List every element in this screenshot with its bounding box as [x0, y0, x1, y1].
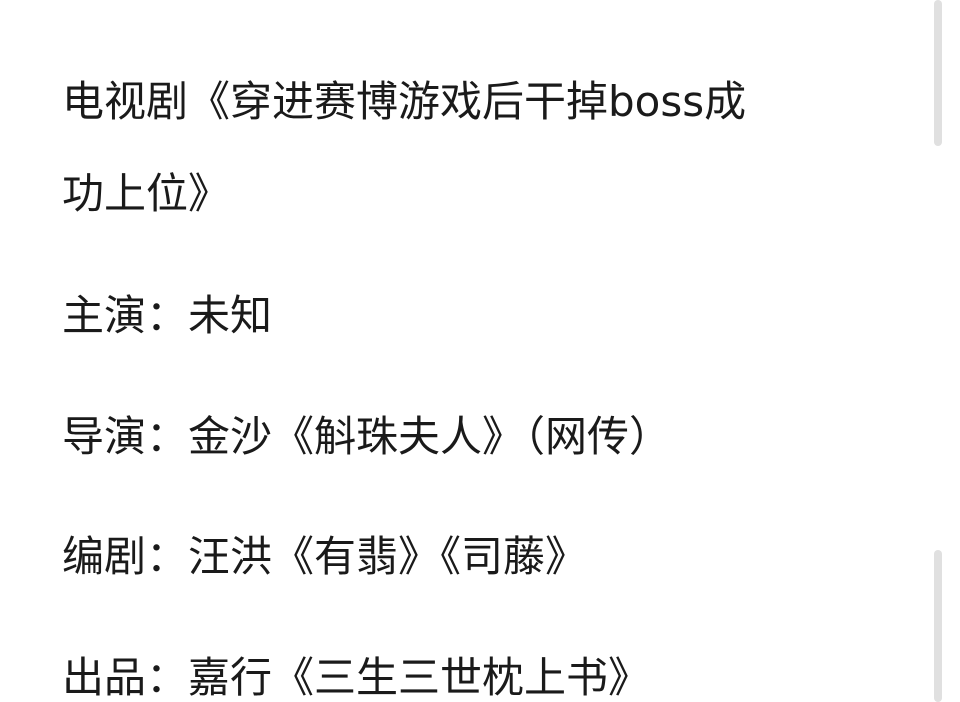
field-director-value: 金沙《斛珠夫人》（网传）: [188, 412, 672, 461]
drama-title-line-1: 电视剧《穿进赛博游戏后干掉boss成: [62, 77, 747, 126]
field-screenwriter-value: 汪洪《有翡》《司藤》: [188, 532, 588, 581]
drama-title-line-2: 功上位》: [62, 169, 231, 218]
field-producer-value: 嘉行《三生三世枕上书》: [188, 653, 651, 702]
field-cast-value: 未知: [188, 291, 273, 340]
field-cast-label: 主演：: [62, 291, 189, 340]
scrollbar-thumb-top[interactable]: [934, 0, 942, 146]
field-producer: 出品：嘉行《三生三世枕上书》: [62, 654, 650, 702]
field-director: 导演：金沙《斛珠夫人》（网传）: [62, 413, 671, 461]
field-producer-label: 出品：: [62, 653, 189, 702]
field-director-label: 导演：: [62, 412, 189, 461]
scrollbar-thumb-bottom[interactable]: [934, 550, 942, 702]
field-screenwriter: 编剧：汪洪《有翡》《司藤》: [62, 533, 587, 581]
field-screenwriter-label: 编剧：: [62, 532, 189, 581]
field-cast: 主演：未知: [62, 292, 272, 340]
